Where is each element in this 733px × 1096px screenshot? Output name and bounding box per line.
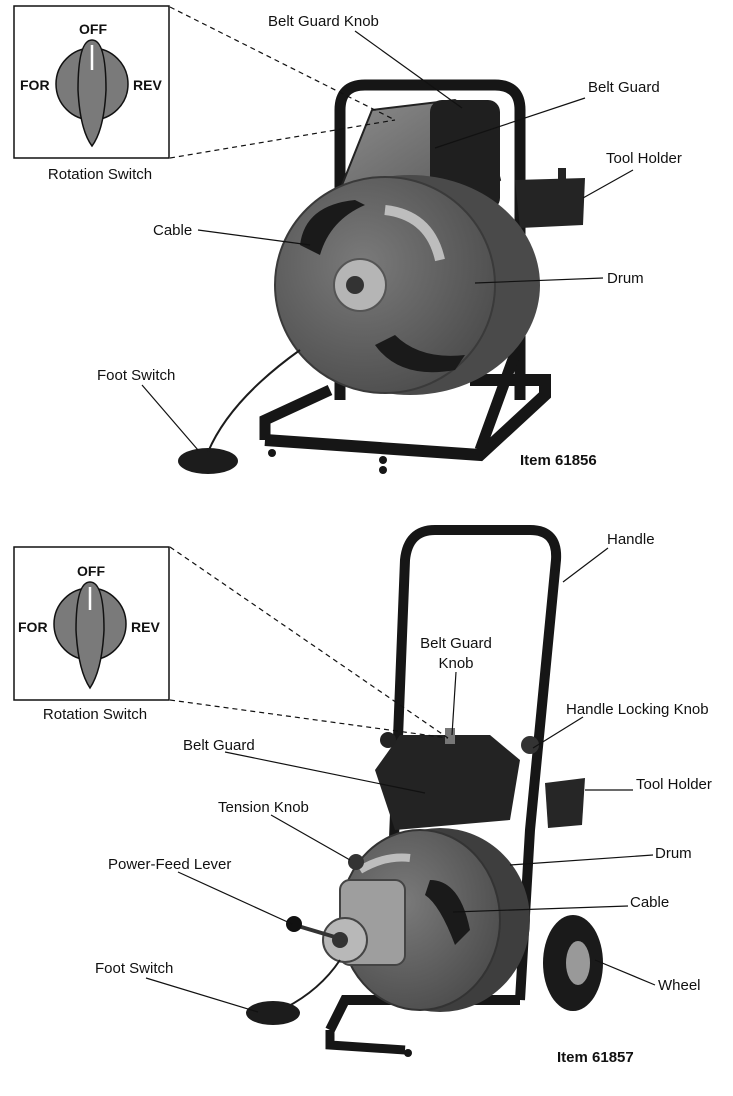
bottom-switch-for-label: FOR <box>18 619 48 635</box>
label-drum-bottom: Drum <box>655 845 692 862</box>
label-cable-top: Cable <box>153 222 192 239</box>
top-switch-caption: Rotation Switch <box>48 166 152 183</box>
label-handle: Handle <box>607 531 655 548</box>
label-belt-guard-top: Belt Guard <box>588 79 660 96</box>
label-cable-bottom: Cable <box>630 894 669 911</box>
top-switch-off-label: OFF <box>79 21 107 37</box>
item-number-bottom: Item 61857 <box>557 1049 634 1066</box>
top-machine-illustration <box>178 79 585 474</box>
label-wheel: Wheel <box>658 977 701 994</box>
top-rotation-switch-inset: OFF FOR REV Rotation Switch <box>13 5 170 183</box>
label-tool-holder-bottom: Tool Holder <box>636 776 712 793</box>
label-power-feed-lever: Power-Feed Lever <box>108 856 231 873</box>
bottom-rotation-switch-inset: OFF FOR REV Rotation Switch <box>13 546 170 723</box>
label-belt-guard-knob-top: Belt Guard Knob <box>268 13 379 30</box>
item-number-top: Item 61856 <box>520 452 597 469</box>
label-tool-holder-top: Tool Holder <box>606 150 682 167</box>
label-belt-guard-bottom: Belt Guard <box>183 737 255 754</box>
label-foot-switch-top: Foot Switch <box>97 367 175 384</box>
bottom-leader-lines <box>145 546 656 1013</box>
label-handle-locking-knob: Handle Locking Knob <box>566 701 709 718</box>
label-drum-top: Drum <box>607 270 644 287</box>
bottom-switch-caption: Rotation Switch <box>43 706 147 723</box>
top-switch-for-label: FOR <box>20 77 50 93</box>
bottom-machine-illustration <box>246 525 603 1057</box>
top-leader-lines <box>141 6 634 451</box>
bottom-switch-pointer-icon <box>75 581 105 690</box>
label-foot-switch-bottom: Foot Switch <box>95 960 173 977</box>
label-belt-guard-knob-bottom-line2: Knob <box>438 655 473 672</box>
label-tension-knob: Tension Knob <box>218 799 309 816</box>
top-switch-rev-label: REV <box>133 77 162 93</box>
label-belt-guard-knob-bottom-line1: Belt Guard <box>420 635 492 652</box>
bottom-switch-off-label: OFF <box>77 563 105 579</box>
bottom-switch-rev-label: REV <box>131 619 160 635</box>
top-switch-pointer-icon <box>77 39 107 148</box>
